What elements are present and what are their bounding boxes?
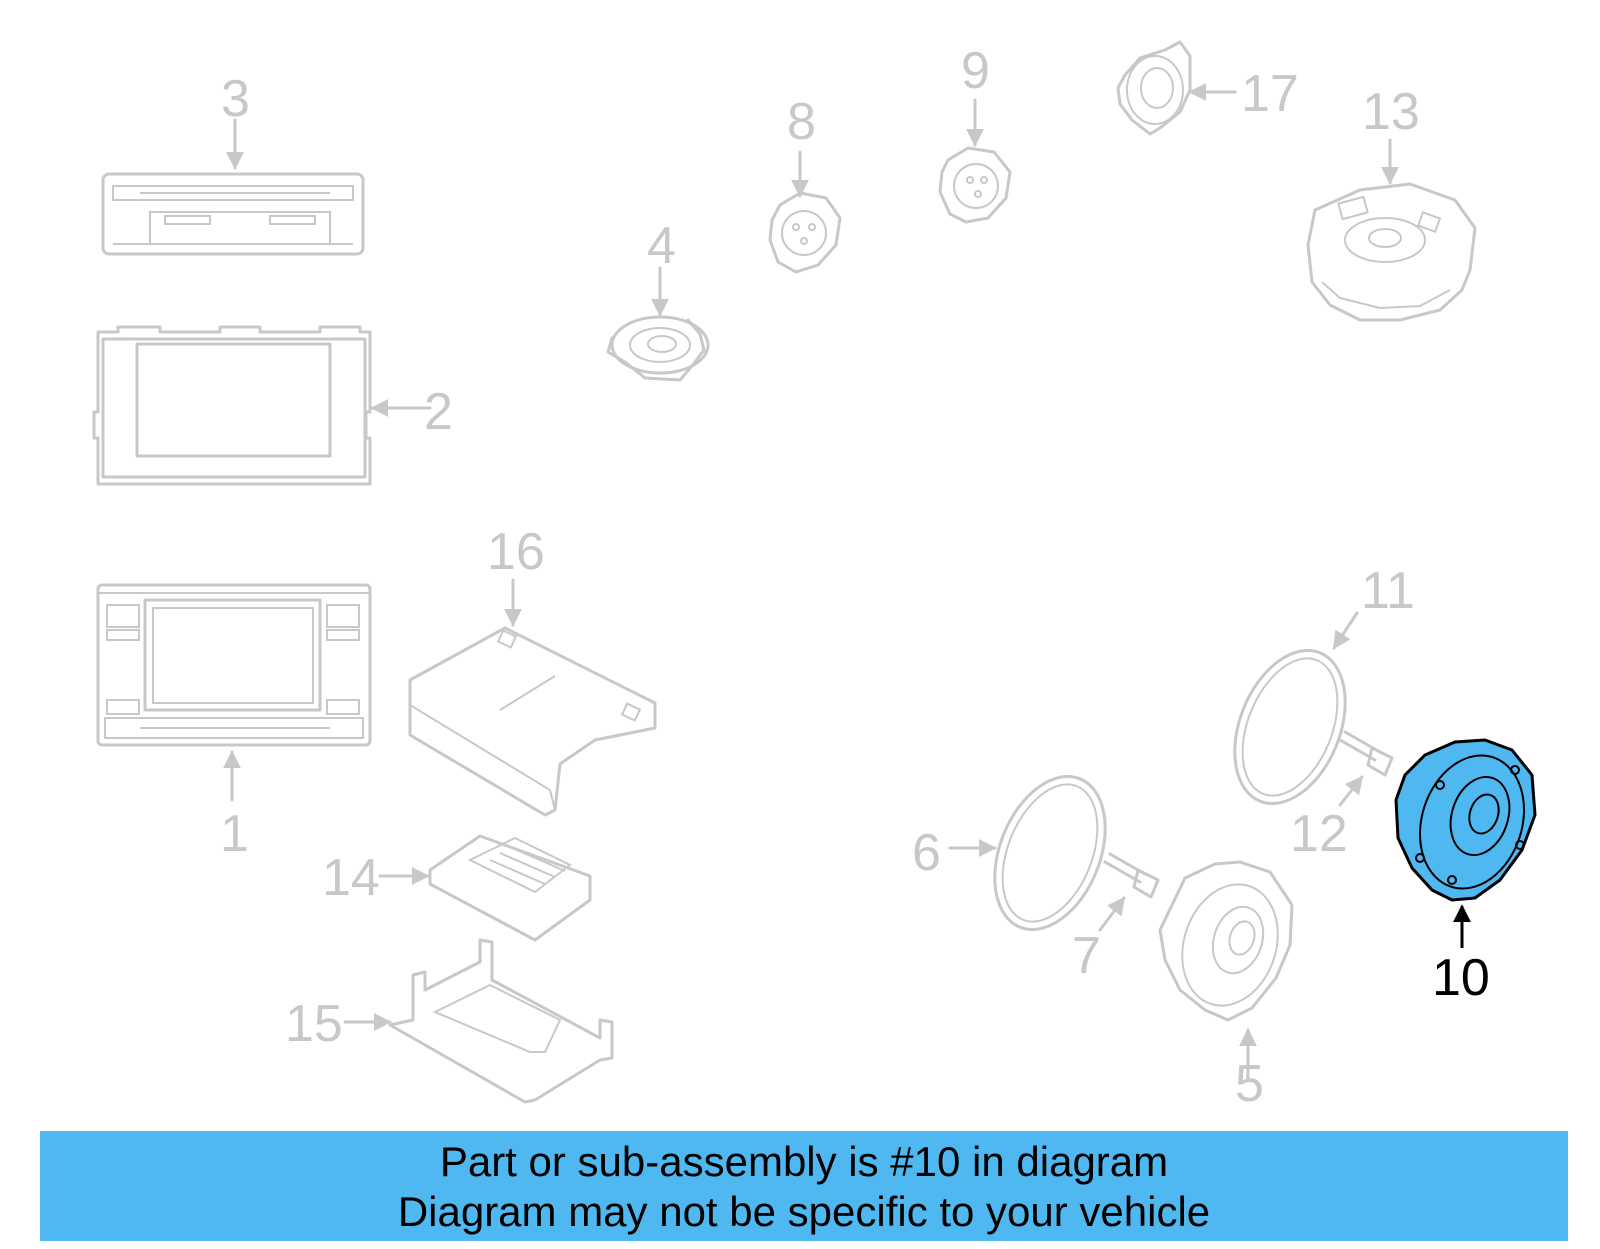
callout-7: 7 [1072, 927, 1101, 985]
callout-16: 16 [487, 523, 545, 581]
banner-line-disclaimer: Diagram may not be specific to your vehi… [397, 1188, 1211, 1235]
part-17-speaker [1116, 40, 1237, 136]
banner-line-part: Part or sub-assembly is #10 in diagram [439, 1138, 1169, 1185]
part-16-amplifier [408, 578, 657, 817]
callout-12: 12 [1290, 805, 1348, 863]
callout-10: 10 [1432, 949, 1490, 1007]
callout-1: 1 [220, 805, 249, 863]
part-3-cd-unit [101, 118, 365, 256]
callout-8: 8 [787, 93, 816, 151]
part-4-tweeter [606, 266, 710, 382]
info-banner: Part or sub-assembly is #10 in diagram D… [40, 1131, 1568, 1241]
part-10-woofer-highlighted [1394, 738, 1537, 948]
part-7-screw [1098, 852, 1160, 932]
callout-2: 2 [424, 383, 453, 441]
callout-13: 13 [1362, 83, 1420, 141]
callout-11: 11 [1361, 562, 1415, 620]
part-9-tweeter [938, 98, 1012, 224]
callout-3: 3 [221, 70, 250, 128]
callout-9: 9 [961, 42, 990, 100]
part-11-gasket [1233, 611, 1359, 806]
part-13-subwoofer [1306, 138, 1477, 322]
part-6-gasket [948, 774, 1107, 932]
part-14-module [378, 834, 592, 942]
part-5-woofer [1158, 860, 1294, 1082]
part-1-head-unit [96, 583, 372, 802]
part-15-bracket [343, 938, 614, 1104]
part-8-tweeter [768, 150, 842, 274]
callout-5: 5 [1235, 1055, 1264, 1113]
part-12-screw [1338, 730, 1394, 807]
part-2-display-panel [92, 325, 432, 486]
callout-14: 14 [322, 849, 380, 907]
callout-6: 6 [912, 824, 941, 882]
callout-15: 15 [285, 995, 343, 1053]
callout-17: 17 [1241, 65, 1299, 123]
callout-4: 4 [647, 217, 676, 275]
